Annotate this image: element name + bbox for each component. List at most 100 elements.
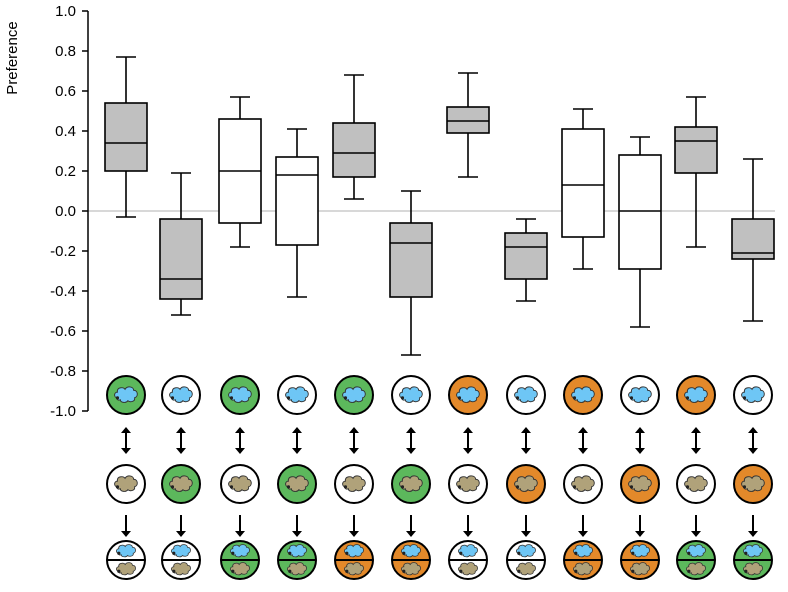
box-3 [218, 96, 262, 248]
blue-shape-icon [571, 386, 595, 403]
brown-shape-icon [287, 562, 307, 576]
iqr-box [504, 232, 548, 280]
brown-shape-icon-dot [574, 569, 578, 573]
condition-8 [506, 375, 546, 580]
iqr-box [561, 128, 605, 238]
boxes-layer [104, 56, 775, 356]
brown-shape-icon [228, 475, 252, 492]
arrow-head-down [349, 448, 359, 454]
brown-shape-icon [686, 562, 706, 576]
condition-5 [334, 375, 374, 580]
brown-shape-icon [342, 475, 366, 492]
condition-6 [391, 375, 431, 580]
brown-shape-icon-dot [742, 485, 747, 489]
blue-shape-icon [573, 544, 593, 558]
box-8 [504, 218, 548, 302]
condition-4 [277, 375, 317, 580]
iqr-box [674, 126, 718, 174]
blue-shape-icon-dot [572, 396, 577, 400]
blue-shape-icon-dot [288, 551, 292, 555]
blue-shape-icon [285, 386, 309, 403]
blue-shape-icon-dot [629, 396, 634, 400]
arrow-head-down [463, 531, 473, 537]
iqr-box [618, 154, 662, 270]
y-tick-label: 0.0 [55, 203, 76, 220]
blue-shape-icon [514, 386, 538, 403]
arrow-head-down [463, 448, 473, 454]
brown-shape-icon-dot [744, 569, 748, 573]
iqr-box [332, 122, 376, 178]
brown-shape-icon [169, 475, 193, 492]
blue-shape-icon-dot [687, 551, 691, 555]
blue-shape-icon [516, 544, 536, 558]
arrow-head-up [406, 427, 416, 433]
arrow-head-down [176, 448, 186, 454]
arrow-head-up [635, 427, 645, 433]
blue-shape-icon-dot [631, 551, 635, 555]
condition-9 [563, 375, 603, 580]
brown-shape-icon-dot [170, 485, 175, 489]
arrow-head-down [292, 531, 302, 537]
arrow-head-down [521, 531, 531, 537]
blue-shape-icon-dot [744, 551, 748, 555]
brown-shape-icon [741, 475, 765, 492]
blue-shape-icon [401, 544, 421, 558]
box-5 [332, 74, 376, 200]
box-4 [275, 128, 319, 298]
box-11 [674, 96, 718, 248]
arrow-head-up [292, 427, 302, 433]
brown-shape-icon-dot [517, 569, 521, 573]
arrow-head-down [635, 531, 645, 537]
iqr-box [159, 218, 203, 300]
iqr-box [275, 156, 319, 246]
arrow-head-up [578, 427, 588, 433]
y-axis: 1.00.80.60.40.20.0-0.2-0.4-0.6-0.8-1.0 [50, 3, 89, 420]
blue-shape-icon [169, 386, 193, 403]
blue-shape-icon [684, 386, 708, 403]
box-2 [159, 172, 203, 316]
box-12 [731, 158, 775, 322]
brown-shape-icon-dot [343, 485, 348, 489]
brown-shape-icon-dot [400, 485, 405, 489]
iqr-box [389, 222, 433, 298]
arrow-head-down [121, 448, 131, 454]
arrow-head-down [748, 531, 758, 537]
y-tick-label: -0.4 [50, 283, 76, 300]
blue-shape-icon-dot [231, 551, 235, 555]
blue-shape-icon-dot [172, 551, 176, 555]
arrow-head-down [406, 531, 416, 537]
blue-shape-icon-dot [115, 396, 120, 400]
y-tick-label: -0.8 [50, 363, 76, 380]
brown-shape-icon [344, 562, 364, 576]
blue-shape-icon [287, 544, 307, 558]
condition-11 [676, 375, 716, 580]
arrow-head-down [748, 448, 758, 454]
blue-shape-icon [458, 544, 478, 558]
brown-shape-icon [456, 475, 480, 492]
brown-shape-icon-dot [572, 485, 577, 489]
blue-shape-icon-dot [574, 551, 578, 555]
blue-shape-icon [743, 544, 763, 558]
arrow-head-down [176, 531, 186, 537]
brown-shape-icon [573, 562, 593, 576]
brown-shape-icon [514, 475, 538, 492]
blue-shape-icon-dot [345, 551, 349, 555]
y-tick-label: 1.0 [55, 3, 76, 20]
blue-shape-icon [399, 386, 423, 403]
brown-shape-icon [684, 475, 708, 492]
blue-shape-icon [342, 386, 366, 403]
blue-shape-icon [171, 544, 191, 558]
arrow-head-up [235, 427, 245, 433]
box-9 [561, 108, 605, 270]
brown-shape-icon [571, 475, 595, 492]
blue-shape-icon [114, 386, 138, 403]
brown-shape-icon-dot [457, 485, 462, 489]
blue-shape-icon-dot [517, 551, 521, 555]
condition-7 [448, 375, 488, 580]
brown-shape-icon-dot [172, 569, 176, 573]
y-axis-title: Preference [4, 21, 21, 94]
blue-shape-icon [228, 386, 252, 403]
brown-shape-icon-dot [231, 569, 235, 573]
brown-shape-icon-dot [629, 485, 634, 489]
condition-icons [106, 375, 773, 580]
